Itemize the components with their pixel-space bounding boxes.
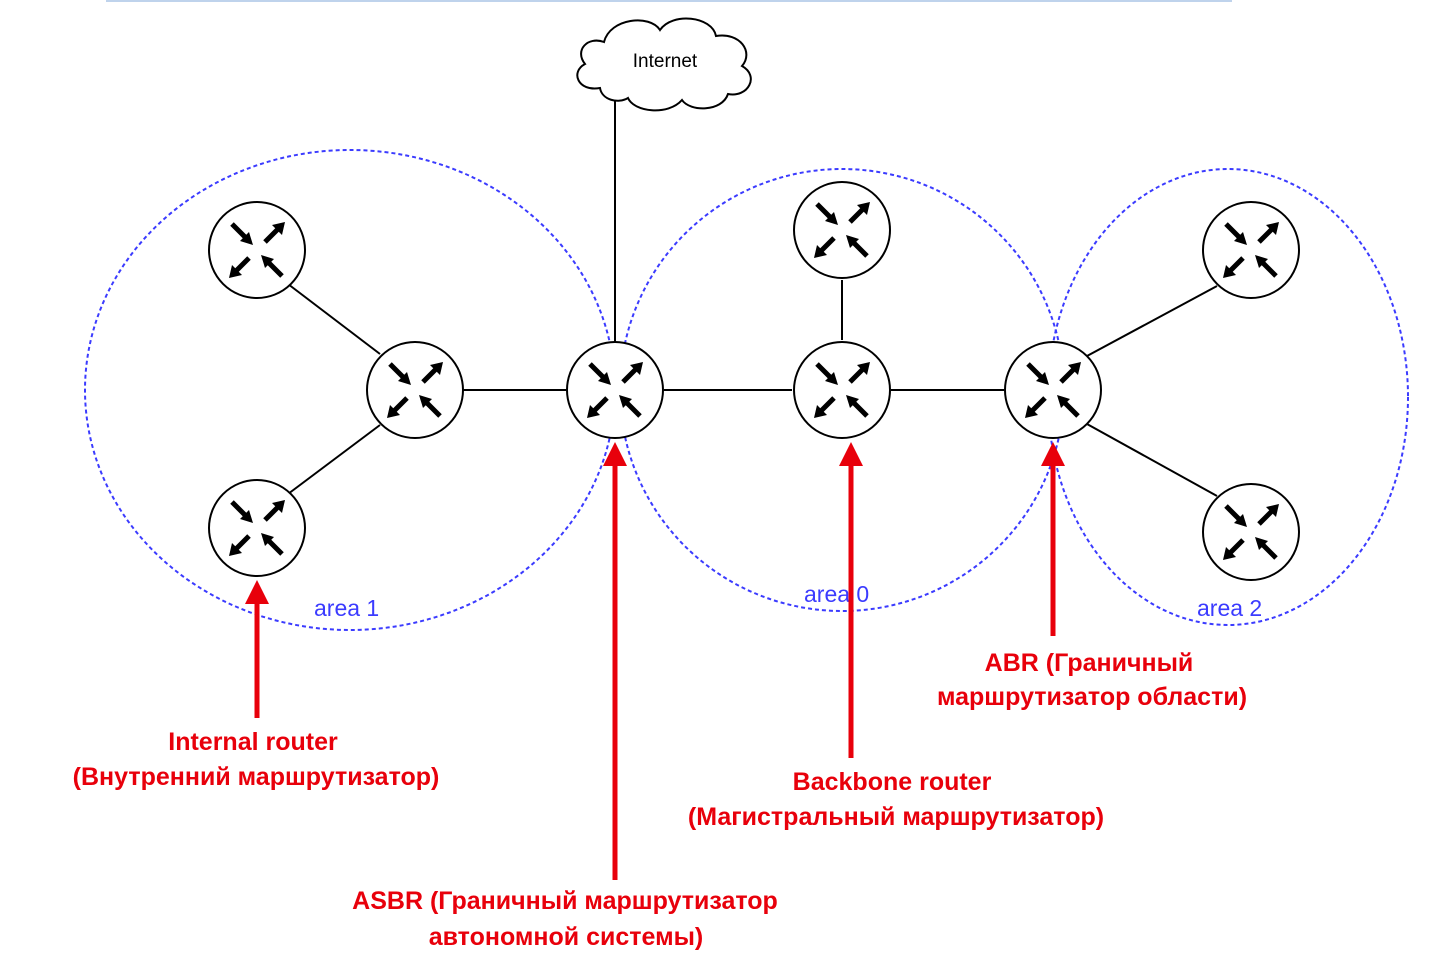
arrow-asbr-head — [603, 442, 627, 466]
router-area1-hub — [366, 341, 464, 439]
router-abr — [1004, 341, 1102, 439]
link-abr-area2top — [1086, 285, 1218, 357]
link-area1bottom-hub — [287, 424, 381, 495]
router-area0-top — [793, 181, 891, 279]
arrow-abr-head — [1041, 442, 1065, 466]
arrow-backbone-head — [839, 442, 863, 466]
link-abr-area2bottom — [1086, 423, 1218, 497]
callout-arrows — [245, 442, 1065, 880]
link-area1top-hub — [287, 283, 381, 355]
router-area1-top — [208, 201, 306, 299]
internet-cloud: Internet — [576, 17, 752, 112]
arrow-internal-head — [245, 580, 269, 604]
callout-backbone-line2: (Магистральный маршрутизатор) — [688, 803, 1104, 831]
area-2-label: area 2 — [1197, 595, 1262, 621]
router-area1-bottom — [208, 479, 306, 577]
router-backbone — [793, 341, 891, 439]
callout-asbr-line1: ASBR (Граничный маршрутизатор — [352, 887, 778, 915]
area-0-label: area 0 — [804, 581, 869, 607]
callout-internal-line1: Internal router — [168, 728, 338, 756]
callout-asbr-line2: автономной системы) — [429, 923, 704, 951]
router-asbr — [566, 341, 664, 439]
callout-abr-line2: маршрутизатор области) — [937, 683, 1247, 711]
router-area2-top — [1202, 201, 1300, 299]
area-1-label: area 1 — [314, 595, 379, 621]
cloud-icon — [576, 17, 752, 112]
cloud-label: Internet — [633, 51, 698, 72]
callout-abr-line1: ABR (Граничный — [985, 649, 1194, 677]
callout-backbone-line1: Backbone router — [793, 768, 992, 796]
area-2-outline — [1047, 168, 1409, 626]
callout-internal-line2: (Внутренний маршрутизатор) — [73, 763, 440, 791]
links — [287, 92, 1218, 497]
router-area2-bottom — [1202, 483, 1300, 581]
